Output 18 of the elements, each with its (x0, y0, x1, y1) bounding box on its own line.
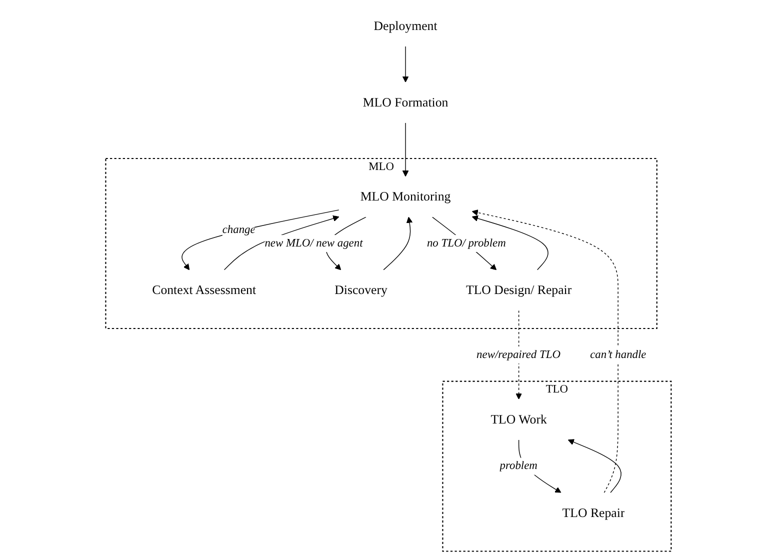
edge-label: no TLO/ problem (427, 237, 506, 250)
edge-label: change (222, 223, 256, 236)
arrow (472, 215, 548, 270)
node-text: Context Assessment (152, 282, 256, 298)
node-text: TLO Repair (562, 506, 625, 520)
edge-label: new MLO/ new agent (264, 237, 363, 250)
arrow (568, 439, 622, 494)
node-text: Discovery (334, 282, 388, 298)
edge-label: can’t handle (590, 348, 646, 361)
node-text: MLO Monitoring (360, 189, 451, 204)
node-text: Deployment (374, 18, 438, 33)
arrow (383, 216, 413, 270)
node-text: TLO Design/ Repair (466, 282, 572, 298)
arrow (402, 46, 409, 82)
arrow (402, 122, 409, 177)
edge-label: new/repaired TLO (476, 348, 561, 361)
node-text: MLO Formation (362, 94, 448, 110)
node-text: TLO Work (490, 412, 547, 426)
